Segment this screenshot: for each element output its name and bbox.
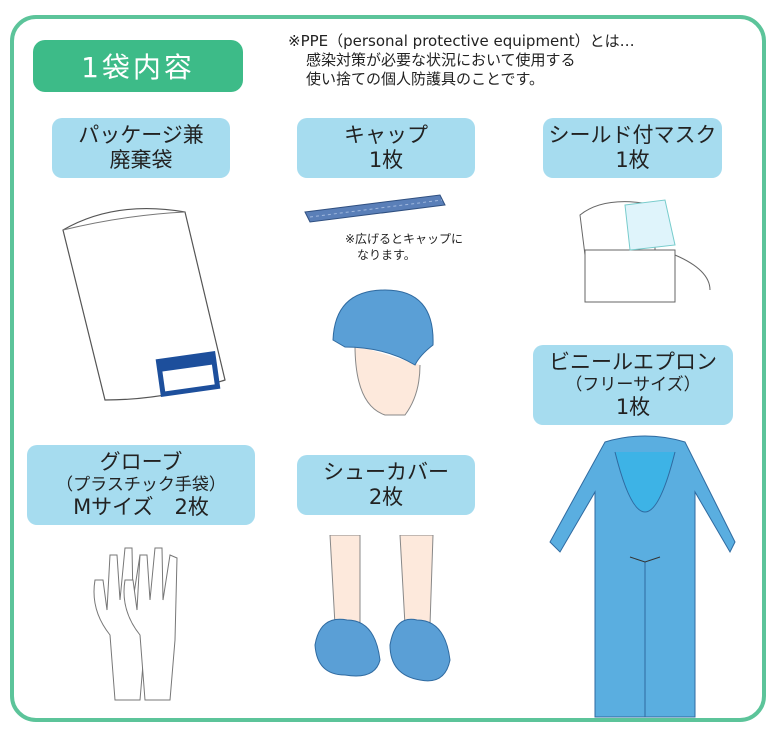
label-text: 1枚 — [615, 395, 651, 419]
label-text: 1枚 — [368, 148, 404, 172]
label-text: （プラスチック手袋） — [56, 475, 226, 495]
label-text: 1枚 — [615, 148, 650, 172]
apron-image — [549, 435, 736, 718]
ppe-note-line: ※PPE（personal protective equipment）とは… — [288, 32, 635, 50]
label-mask: シールド付マスク 1枚 — [543, 118, 722, 178]
label-apron: ビニールエプロン （フリーサイズ） 1枚 — [533, 345, 733, 425]
shoe-covers-image — [314, 535, 451, 682]
label-cap: キャップ 1枚 — [297, 118, 475, 178]
label-text: グローブ — [99, 450, 183, 474]
label-package: パッケージ兼 廃棄袋 — [52, 118, 230, 178]
label-text: パッケージ兼 — [78, 123, 204, 147]
cap-note-line: ※広げるとキャップに — [345, 232, 464, 246]
gloves-image — [93, 547, 178, 701]
shield-mask-image — [579, 199, 711, 303]
package-bag-image — [62, 208, 226, 401]
label-text: 廃棄袋 — [109, 148, 173, 172]
label-shoe: シューカバー 2枚 — [297, 455, 475, 515]
label-text: シューカバー — [323, 460, 449, 484]
content-frame — [10, 15, 766, 722]
page-title: 1袋内容 — [33, 40, 243, 92]
label-text: シールド付マスク — [548, 123, 717, 147]
cap-note: ※広げるとキャップに なります。 — [345, 231, 463, 263]
head-with-cap-image — [332, 289, 434, 416]
ppe-note-line: 感染対策が必要な状況において使用する — [306, 51, 576, 69]
label-text: 2枚 — [368, 485, 404, 509]
label-text: Mサイズ 2枚 — [73, 495, 209, 519]
label-text: ビニールエプロン — [549, 350, 717, 374]
label-glove: グローブ （プラスチック手袋） Mサイズ 2枚 — [27, 445, 255, 525]
cap-note-line: なります。 — [357, 248, 416, 262]
flat-cap-image — [304, 194, 446, 223]
label-text: （フリーサイズ） — [565, 375, 701, 395]
ppe-note-line: 使い捨ての個人防護具のことです。 — [306, 70, 545, 88]
ppe-note: ※PPE（personal protective equipment）とは… 感… — [288, 32, 635, 89]
label-text: キャップ — [344, 123, 428, 147]
